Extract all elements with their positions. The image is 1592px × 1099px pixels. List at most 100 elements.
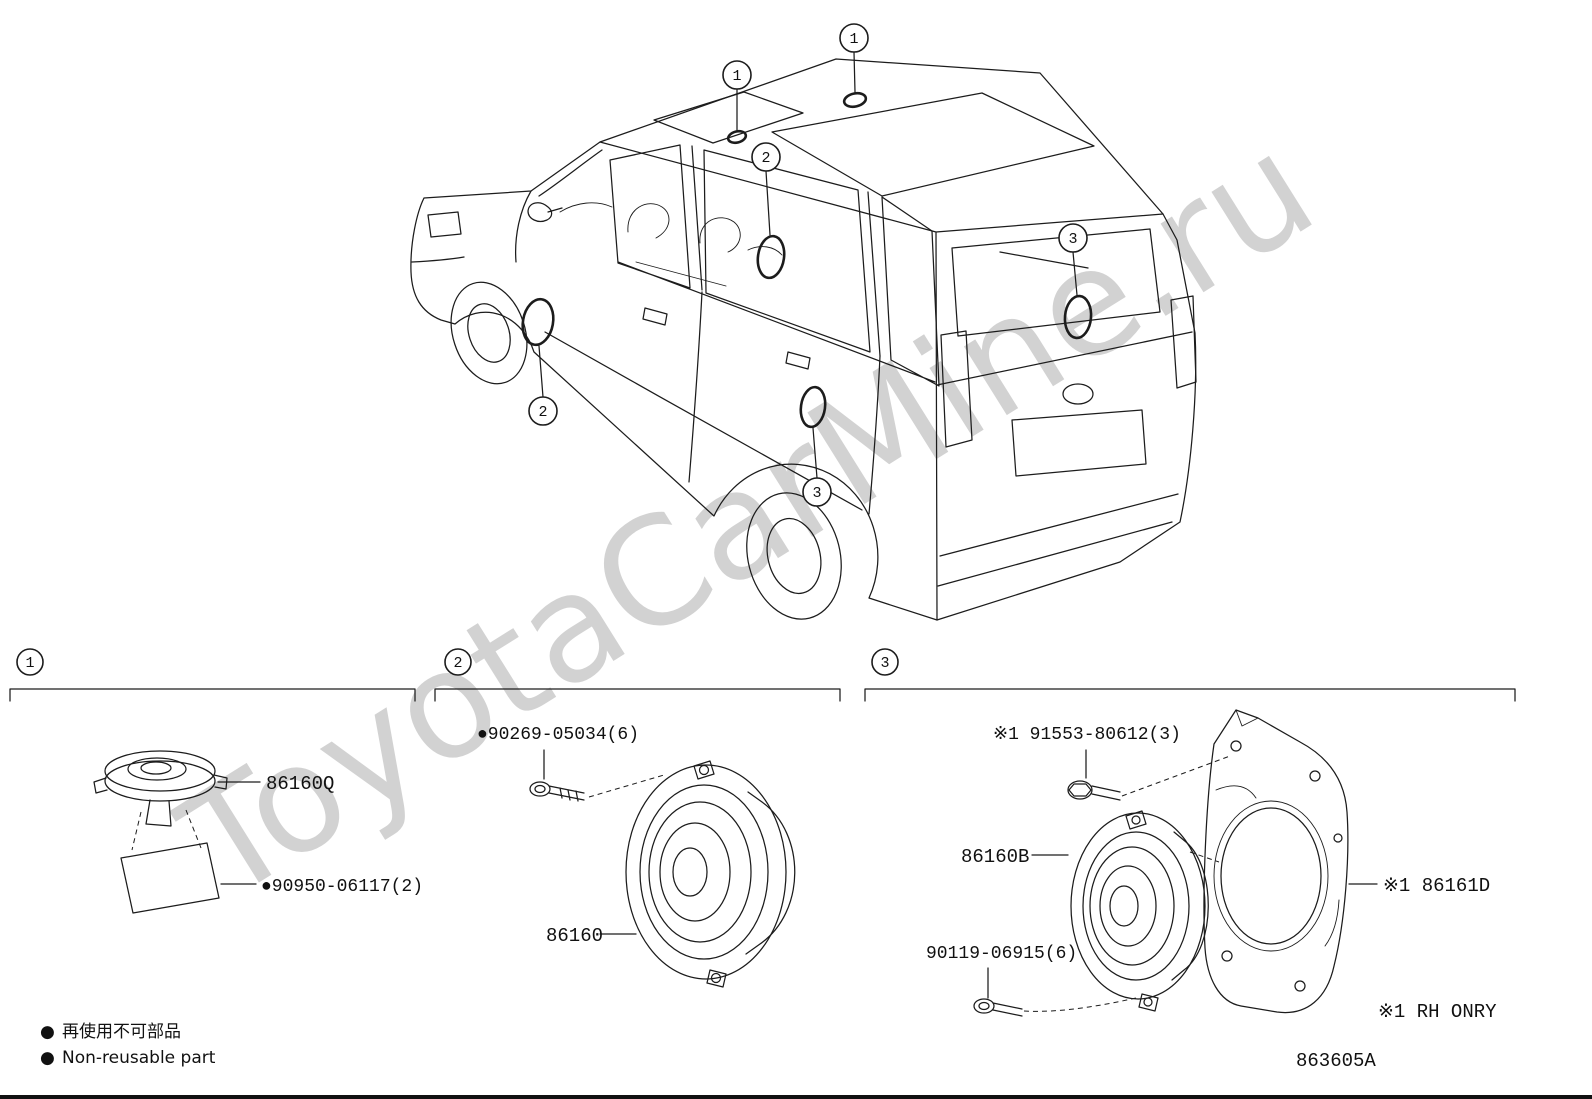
speaker-cone [1099, 865, 1157, 947]
speaker-flange [1070, 812, 1206, 1000]
part-label-90269-05034: ●90269-05034(6) [477, 725, 639, 745]
callout-1-roof-left: 1 [722, 60, 752, 132]
legend-en-text: Non-reusable part [62, 1048, 216, 1068]
bracket-bolt-hole [1221, 950, 1233, 962]
callout-circle [1058, 223, 1088, 253]
callout-number: 3 [812, 485, 821, 502]
speaker-location-tweeter-left [726, 129, 748, 145]
van-window-lines [538, 144, 1193, 387]
callout-leader-line [812, 427, 818, 479]
bracket-speaker-hole [1220, 807, 1322, 945]
speaker-bracket-drawing [1203, 709, 1349, 1014]
callout-number: 1 [849, 31, 858, 48]
part-label-90950-06117: ●90950-06117(2) [261, 877, 423, 897]
tweeter-gasket-pad [120, 842, 220, 914]
bracket-outline [1203, 709, 1349, 1014]
section-1-number: 1 [25, 655, 34, 672]
screw-shaft [548, 785, 585, 802]
bracket-bolt-hole [1309, 770, 1321, 782]
screw-head [529, 781, 551, 797]
speaker-cone [659, 822, 731, 922]
bracket-bolt-hole [1294, 980, 1306, 992]
section-3: 3 ※1 91553-80612(3) [864, 648, 1516, 1023]
part-label-90119-06915: 90119-06915(6) [926, 944, 1077, 964]
van-interior-lines [559, 202, 783, 287]
speaker-location-front-door-left [521, 297, 555, 347]
tweeter-dome [127, 757, 187, 781]
tweeter-details [93, 774, 228, 827]
callout-circle [722, 60, 752, 90]
speaker-location-tweeter-right [842, 91, 868, 109]
rear-rim [766, 517, 822, 595]
callout-number: 2 [538, 404, 547, 421]
van-body-outline [410, 58, 1197, 621]
speaker-location-rear-quarter-left [799, 385, 827, 429]
diagram-code: 863605A [1296, 1050, 1376, 1072]
screw-shaft [992, 1002, 1023, 1017]
speaker-locations [521, 91, 1093, 429]
tweeter-body [104, 760, 216, 802]
speaker-basket [1171, 831, 1209, 981]
callout-number: 2 [761, 150, 770, 167]
callout-2-front-door-left: 2 [528, 345, 558, 426]
screw-head-hex [1068, 783, 1092, 797]
speaker-mount-tabs [693, 760, 727, 988]
legend-jp-text: 再使用不可部品 [62, 1021, 181, 1042]
screw-projection-line [588, 774, 665, 798]
callout-circle [751, 142, 781, 172]
screw-shaft [1091, 785, 1121, 801]
speaker-mount-hole-bottom [1143, 997, 1153, 1007]
tweeter-pad-projection-lines [131, 809, 202, 851]
label-leader-lines [217, 781, 261, 885]
section-3-number-circle [871, 648, 899, 676]
section-2-bracket [434, 688, 841, 702]
callout-3-rear-quarter-left: 3 [802, 427, 832, 507]
non-reusable-bullet-icon: ● [40, 1048, 55, 1068]
callout-number: 3 [1068, 231, 1077, 248]
callout-leader-line [853, 51, 856, 93]
callout-leader-line [1072, 251, 1078, 296]
part-label-91553-80612: ※1 91553-80612(3) [993, 725, 1181, 745]
section-2-number: 2 [453, 655, 462, 672]
speaker-dust-cap [672, 847, 708, 897]
speaker-flange [625, 764, 787, 980]
callout-1-roof-right: 1 [839, 23, 869, 93]
speaker-surround [1089, 846, 1175, 966]
section-3-number: 3 [880, 655, 889, 672]
front-door-speaker-drawing [625, 760, 796, 988]
screw-head-inner [978, 1001, 990, 1011]
tweeter-dome-inner [140, 761, 172, 775]
callout-circle [528, 396, 558, 426]
non-reusable-bullet-icon: ● [40, 1022, 55, 1042]
callout-leader-line [538, 345, 544, 398]
van-door-lines [544, 291, 881, 515]
rear-tire [746, 492, 842, 620]
bottom-border [0, 1095, 1592, 1099]
rear-wheel [746, 492, 842, 620]
bracket-form-lines [1215, 709, 1340, 947]
bracket-hole-rim [1213, 800, 1329, 952]
speaker-ring [1082, 831, 1190, 981]
tweeter-speaker-drawing [93, 750, 228, 827]
section-3-bracket [864, 688, 1516, 702]
screw-projection-line [1121, 755, 1231, 797]
note-rh-only: ※1 RH ONRY [1378, 1001, 1497, 1023]
door-speaker-screw [529, 781, 585, 802]
screw-head [973, 998, 995, 1014]
rear-speaker-drawing [1070, 810, 1209, 1012]
rear-emblem [1062, 383, 1094, 405]
callout-leader-line [765, 170, 771, 236]
part-label-86160Q: 86160Q [266, 773, 334, 795]
tweeter-rim-outer [104, 750, 216, 792]
speaker-mount-hole-bottom [710, 972, 722, 984]
part-label-86160B: 86160B [961, 846, 1029, 868]
callout-2-front-door-right: 2 [751, 142, 781, 236]
speaker-surround [648, 801, 752, 943]
section-2-number-circle [444, 648, 472, 676]
bracket-bolt-hole [1333, 833, 1343, 843]
speaker-mount-tabs [1125, 810, 1159, 1012]
screw-head [1067, 780, 1093, 800]
part-label-86161D: ※1 86161D [1383, 875, 1490, 897]
bracket-bolt-hole [1230, 740, 1242, 752]
